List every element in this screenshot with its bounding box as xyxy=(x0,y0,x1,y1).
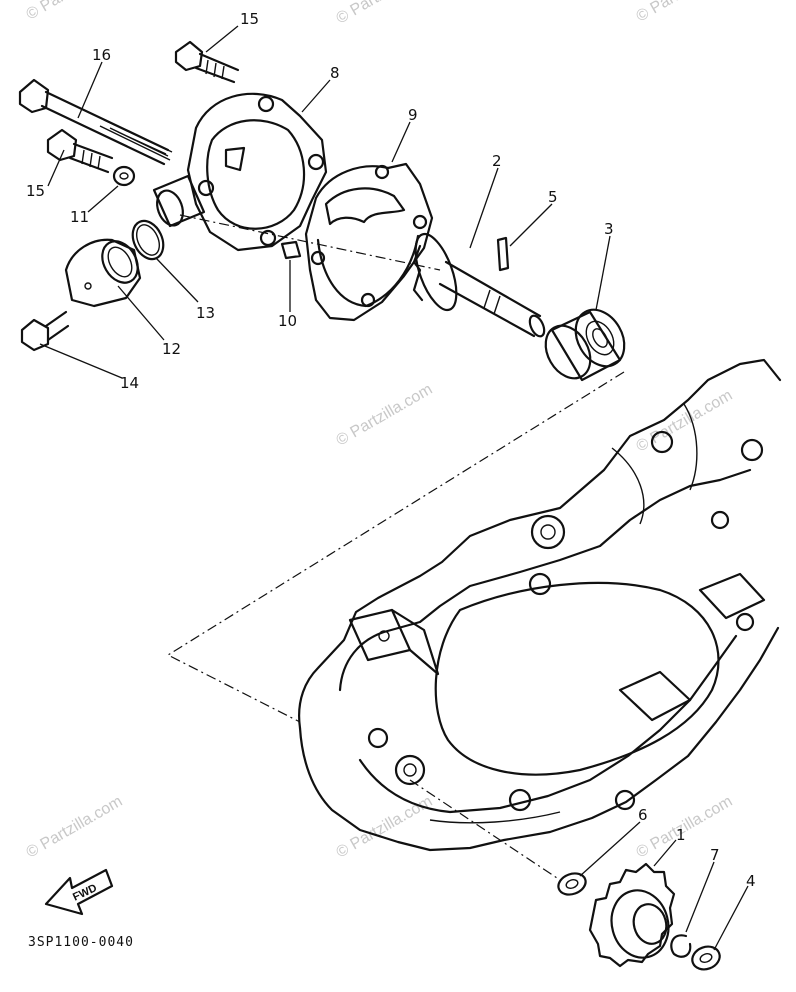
leader-lines xyxy=(39,25,749,951)
callout-11: 11 xyxy=(70,208,89,226)
part-9-gasket xyxy=(304,162,434,322)
callout-2: 2 xyxy=(492,152,502,170)
part-6-washer xyxy=(557,872,587,896)
callout-15-lower: 15 xyxy=(26,182,45,200)
crankcase xyxy=(298,358,782,852)
part-1-gear xyxy=(588,862,676,968)
callout-13: 13 xyxy=(196,304,215,322)
callout-7: 7 xyxy=(710,846,720,864)
part-16-long-bolt xyxy=(18,78,173,166)
callout-12: 12 xyxy=(162,340,181,358)
callout-6: 6 xyxy=(638,806,648,824)
watermark-6: © Partzilla.com xyxy=(634,387,736,456)
part-7-circlip xyxy=(670,934,692,958)
callouts: 15 16 8 9 2 5 3 15 11 13 12 10 14 6 1 7 … xyxy=(26,10,756,890)
part-14-bolt xyxy=(20,310,70,352)
part-4-washer xyxy=(691,945,721,971)
assembly-lines xyxy=(166,214,625,881)
part-12-elbow-fitting xyxy=(64,238,142,308)
part-15-upper-bolt xyxy=(174,40,240,84)
part-10-dowel-pin xyxy=(280,240,302,260)
callout-14: 14 xyxy=(120,374,139,392)
watermark-5: © Partzilla.com xyxy=(334,381,436,450)
watermarks: © Partzilla.com © Partzilla.com © Partzi… xyxy=(24,0,736,861)
callout-9: 9 xyxy=(408,106,418,124)
callout-16: 16 xyxy=(92,46,111,64)
callout-5: 5 xyxy=(548,188,558,206)
part-3-bearing xyxy=(544,308,626,382)
part-13-o-ring xyxy=(131,219,165,261)
watermark-1: © Partzilla.com xyxy=(24,0,126,23)
watermark-3: © Partzilla.com xyxy=(634,0,736,25)
callout-10: 10 xyxy=(278,312,297,330)
diagram-code: 3SP1100-0040 xyxy=(28,935,134,950)
part-5-pin xyxy=(496,236,510,272)
callout-4: 4 xyxy=(746,872,756,890)
part-2-impeller-shaft xyxy=(412,232,546,338)
watermark-8: © Partzilla.com xyxy=(334,793,436,862)
callout-8: 8 xyxy=(330,64,340,82)
callout-1: 1 xyxy=(676,826,686,844)
part-15-lower-bolt xyxy=(46,128,114,174)
part-11-washer xyxy=(112,165,136,187)
watermark-7: © Partzilla.com xyxy=(24,793,126,862)
callout-3: 3 xyxy=(604,220,614,238)
watermark-2: © Partzilla.com xyxy=(334,0,436,27)
callout-15-upper: 15 xyxy=(240,10,259,28)
fwd-arrow-icon: FWD xyxy=(44,868,114,916)
part-8-pump-cover xyxy=(152,92,328,252)
